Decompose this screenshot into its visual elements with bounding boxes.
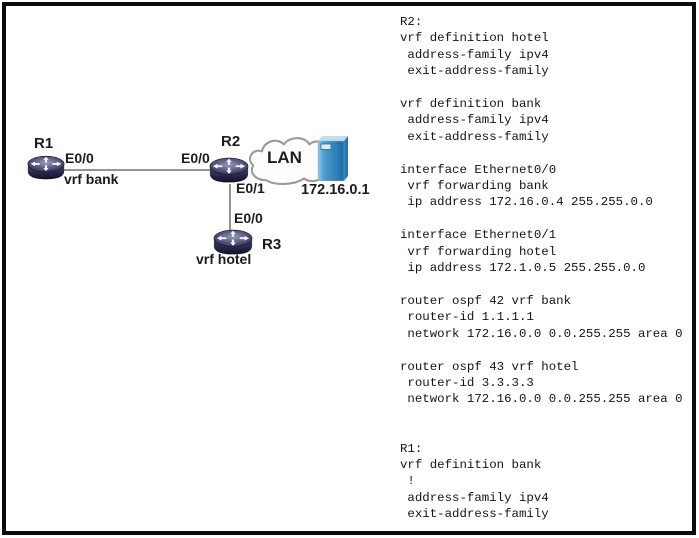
network-diagram: R1 E0/0 vrf bank R2 E0/0 E0/1 E0/0 R3 vr… (0, 0, 400, 300)
r3-router-icon (212, 227, 254, 258)
server-ip-label: 172.16.0.1 (301, 182, 370, 198)
r1-label: R1 (34, 135, 54, 152)
r2-router-icon (208, 155, 250, 186)
r3-vrf-label: vrf hotel (196, 251, 252, 267)
r2-interface-e01-label: E0/1 (236, 180, 265, 196)
r2-label: R2 (221, 133, 241, 150)
config-text: R2: vrf definition hotel address-family … (400, 15, 683, 522)
r1-router-icon (26, 153, 66, 183)
r1-vrf-label: vrf bank (64, 171, 119, 187)
r3-interface-e00-label: E0/0 (234, 210, 263, 226)
link-r1-r2-line (60, 169, 216, 171)
link-r2-r3-line (229, 184, 231, 234)
server-icon (315, 135, 349, 181)
r2-interface-e00-label: E0/0 (181, 150, 210, 166)
r1-interface-label: E0/0 (65, 150, 94, 166)
r3-label: R3 (262, 236, 282, 253)
lan-label: LAN (267, 148, 302, 167)
